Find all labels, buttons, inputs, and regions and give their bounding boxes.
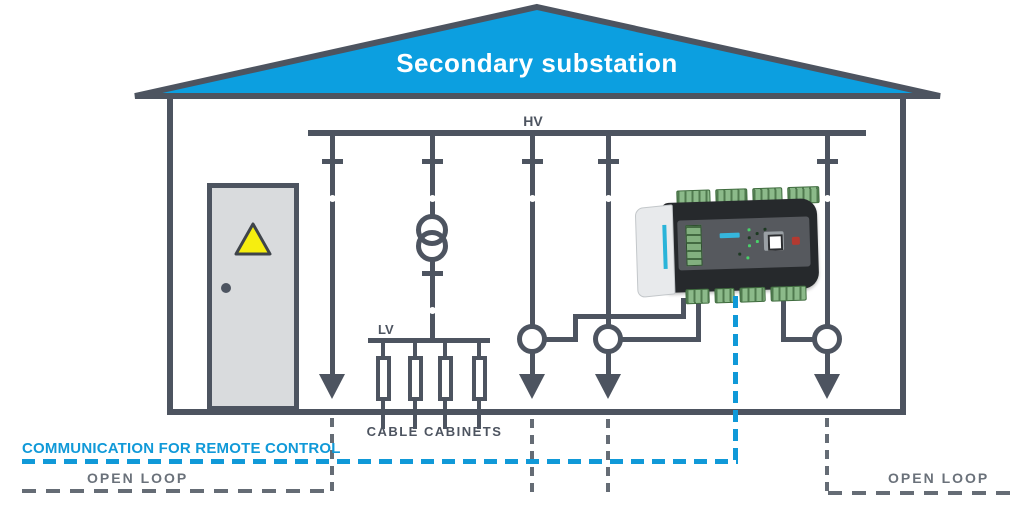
led-indicator (747, 236, 751, 240)
junction-dot (824, 195, 831, 202)
cabinet-tail (381, 400, 385, 429)
usb-port (763, 231, 785, 251)
cable-cabinet-fuse (376, 356, 391, 401)
communication-line-horizontal (22, 459, 738, 464)
feeder-line-2 (530, 132, 535, 378)
disconnector-tick (817, 159, 838, 164)
transformer-icon (416, 230, 448, 262)
sensor-wire (781, 298, 786, 342)
cabinet-stem (477, 341, 481, 357)
communication-label: COMMUNICATION FOR REMOTE CONTROL (22, 440, 341, 457)
cabinet-tail (477, 400, 481, 429)
feeder-1-dashed-extension (330, 418, 334, 492)
terminal-block (714, 287, 735, 304)
current-sensor-circle (517, 324, 547, 354)
current-sensor-circle (812, 324, 842, 354)
sensor-wire (681, 298, 686, 319)
junction-dot (329, 195, 336, 202)
reset-button (791, 236, 800, 245)
junction-dot (529, 195, 536, 202)
feeder-4-dashed-extension (825, 418, 829, 491)
cable-cabinet-fuse (438, 356, 453, 401)
wall-left (167, 96, 173, 414)
sensor-wire (783, 337, 814, 342)
arrow-down-icon (814, 374, 840, 399)
open-loop-label-right: OPEN LOOP (888, 470, 990, 486)
arrow-down-icon (519, 374, 545, 399)
cabinet-stem (381, 341, 385, 357)
terminal-block (770, 285, 807, 302)
transformer-feeder-line-bottom (430, 261, 435, 341)
sensor-wire (573, 314, 686, 319)
device-bottom-terminals (685, 285, 807, 305)
cable-cabinet-fuse (408, 356, 423, 401)
open-loop-line-right (828, 491, 1010, 495)
cable-cabinets-label: CABLE CABINETS (366, 424, 503, 439)
led-indicator (738, 252, 742, 256)
terminal-block (685, 288, 710, 305)
sensor-wire (621, 337, 701, 342)
feeder-line-3 (606, 132, 611, 378)
device-front-panel (677, 216, 811, 271)
roof-shape (134, 3, 941, 99)
arrow-down-icon (595, 374, 621, 399)
lv-bus (368, 338, 490, 343)
transformer-feeder-line-top (430, 132, 435, 216)
door (207, 183, 299, 411)
arrow-down-icon (319, 374, 345, 399)
cabinet-tail (443, 400, 447, 429)
current-sensor-circle (593, 324, 623, 354)
hv-bus (308, 130, 866, 136)
wall-right (900, 96, 906, 414)
usb-port-inner (767, 234, 784, 251)
cabinet-tail (413, 400, 417, 429)
junction-dot (429, 307, 436, 314)
led-indicator (747, 228, 751, 232)
disconnector-tick (322, 159, 343, 164)
cabinet-stem (413, 341, 417, 357)
device-end-cap (634, 204, 676, 299)
open-loop-label-left: OPEN LOOP (87, 470, 189, 486)
feeder-2-dashed-extension (530, 419, 534, 497)
disconnector-tick (422, 159, 443, 164)
sensor-wire (573, 314, 578, 342)
open-loop-line-left (22, 489, 334, 493)
feeder-3-dashed-extension (606, 419, 610, 497)
led-indicator (755, 239, 759, 244)
sensor-wire (545, 337, 578, 342)
page-title: Secondary substation (396, 48, 678, 78)
feeder-line-1 (330, 132, 335, 378)
disconnector-tick (522, 159, 543, 164)
floor-line (167, 409, 906, 415)
led-indicator (755, 232, 759, 236)
cabinet-stem (443, 341, 447, 357)
communication-line-vertical (733, 296, 738, 462)
lv-label: LV (378, 322, 394, 337)
warning-triangle-icon (234, 222, 272, 256)
hv-label: HV (523, 113, 543, 129)
door-handle-dot (221, 283, 231, 293)
cable-cabinet-fuse (472, 356, 487, 401)
junction-dot (429, 195, 436, 202)
disconnector-tick (598, 159, 619, 164)
device-logo (719, 232, 740, 239)
led-indicator (763, 227, 767, 231)
led-indicator (747, 244, 752, 248)
junction-dot (605, 195, 612, 202)
feeder-line-4 (825, 132, 830, 378)
terminal-block (685, 224, 703, 267)
sensor-wire (696, 298, 701, 342)
led-indicator (746, 256, 750, 260)
terminal-block (739, 286, 766, 303)
rtu-device (634, 186, 820, 306)
disconnector-tick (422, 271, 443, 276)
